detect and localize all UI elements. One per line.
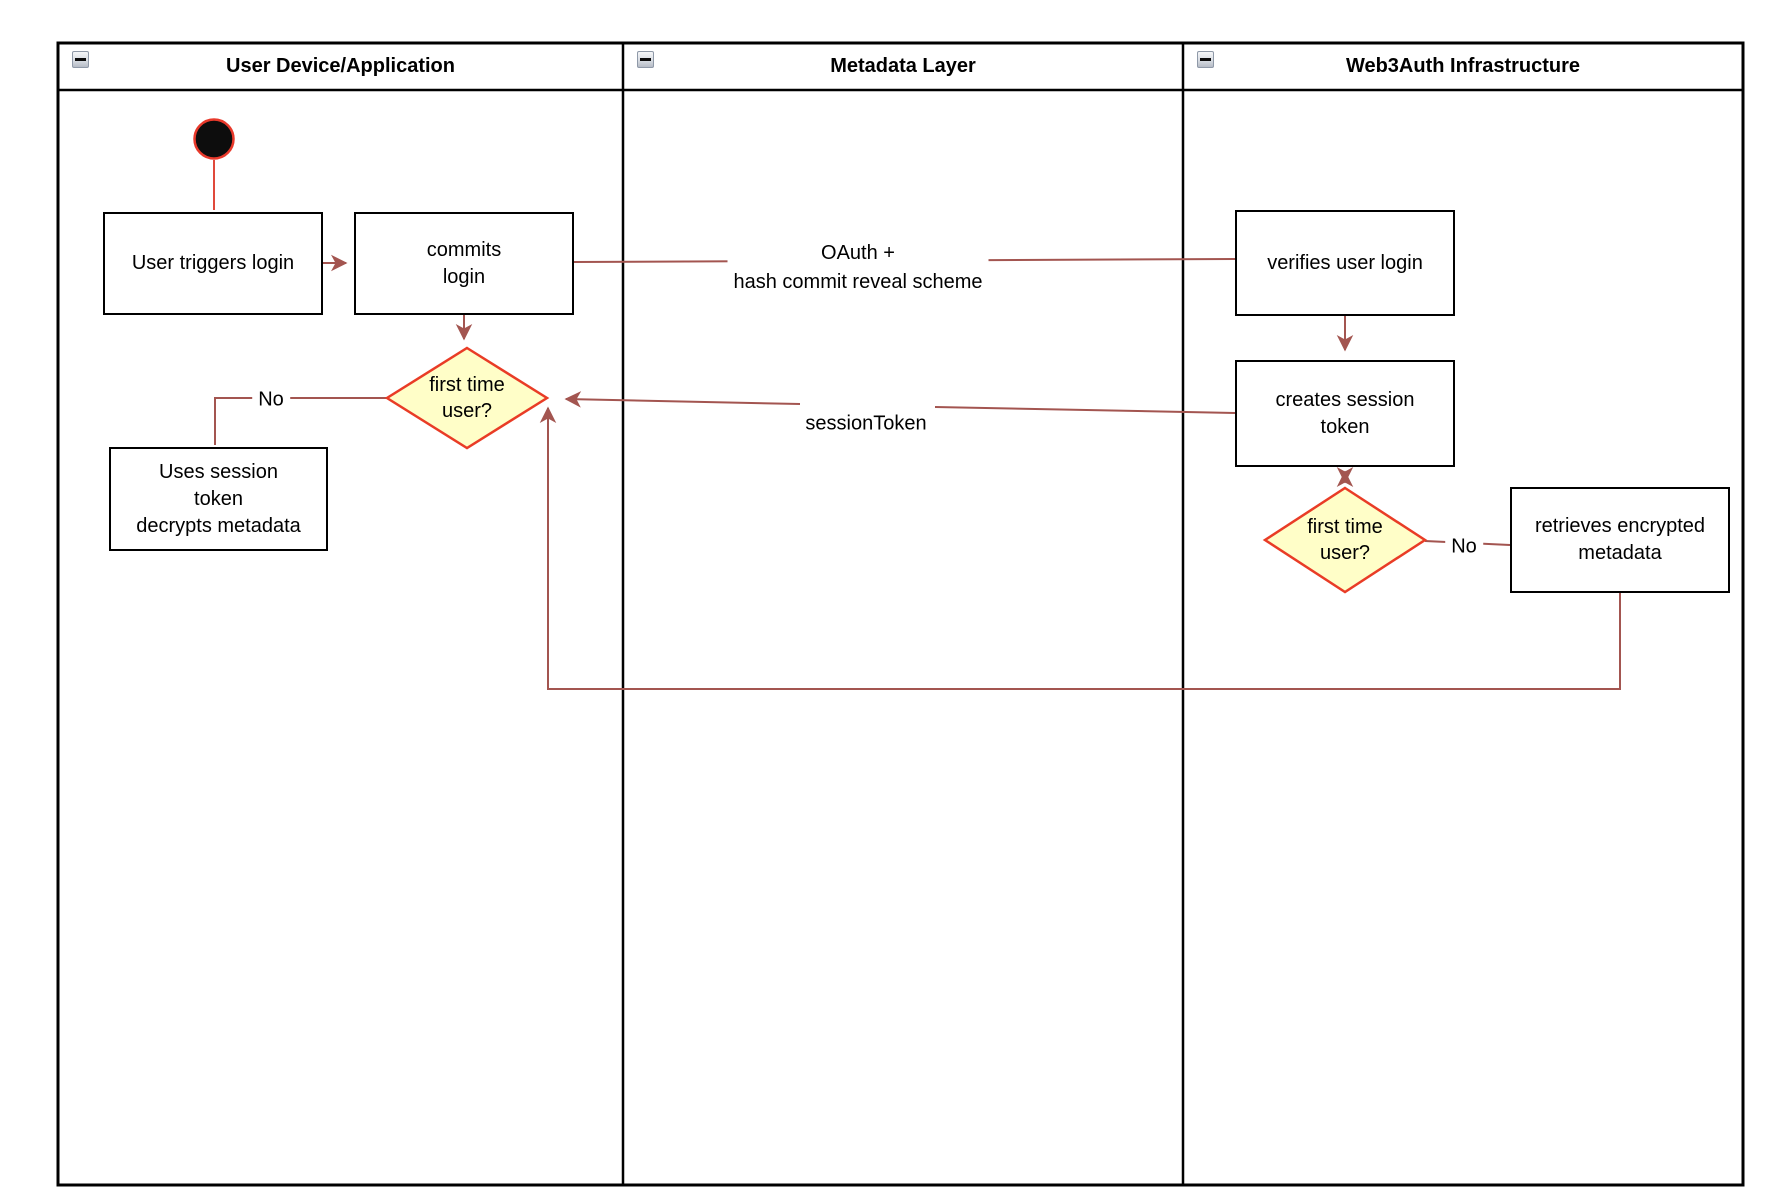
edge-no-to-uses-session	[214, 397, 387, 445]
activity-creates-session-token[interactable]: creates session token	[1235, 360, 1455, 467]
activity-user-triggers-login[interactable]: User triggers login	[103, 212, 323, 315]
lane-header-metadata-layer: Metadata Layer	[830, 55, 976, 77]
collapse-icon[interactable]	[637, 51, 654, 68]
edge-session-token-right	[934, 406, 1236, 414]
activity-uses-session-token[interactable]: Uses session token decrypts metadata	[109, 447, 328, 551]
decision-first-time-user-infra[interactable]	[1262, 486, 1428, 594]
edge-label-no-infra: No	[1445, 531, 1483, 563]
collapse-icon[interactable]	[1197, 51, 1214, 68]
lane-header-user-device: User Device/Application	[226, 55, 455, 77]
decision-first-time-user-app[interactable]	[384, 346, 550, 450]
edge-retrieves-feedback-to-decision	[539, 406, 1621, 690]
minus-icon	[640, 58, 651, 61]
edge-label-oauth: OAuth + hash commit reveal scheme	[727, 238, 989, 298]
edge-label-session-token: sessionToken	[799, 408, 933, 440]
edge-session-token-left	[564, 391, 801, 408]
edge-label-no-app: No	[252, 384, 290, 416]
lane-header-web3auth: Web3Auth Infrastructure	[1345, 55, 1581, 77]
minus-icon	[1200, 58, 1211, 61]
start-node[interactable]	[193, 118, 235, 160]
activity-retrieves-encrypted-metadata[interactable]: retrieves encrypted metadata	[1510, 487, 1730, 593]
activity-verifies-user-login[interactable]: verifies user login	[1235, 210, 1455, 316]
activity-commits-login[interactable]: commits login	[354, 212, 574, 315]
minus-icon	[75, 58, 86, 61]
pool-frame	[56, 41, 1745, 1187]
collapse-icon[interactable]	[72, 51, 89, 68]
